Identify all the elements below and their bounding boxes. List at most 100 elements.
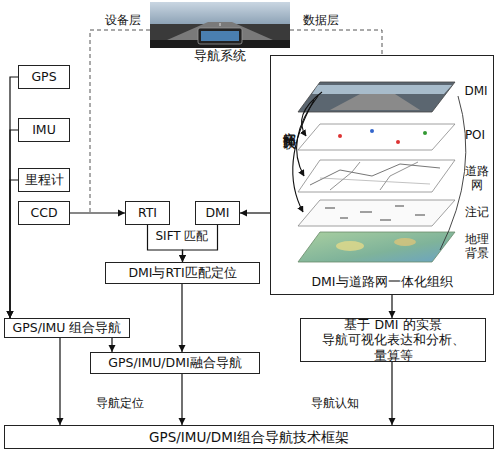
process-box: RTI — [125, 201, 170, 225]
connector — [179, 284, 186, 352]
node-text: GPS/IMU 组合导航 — [13, 320, 122, 336]
topology-curve — [293, 100, 314, 212]
poi-layer — [298, 124, 455, 150]
connector — [70, 210, 125, 217]
process-box: GPS/IMU/DMI融合导航 — [90, 352, 260, 374]
process-box: IMU — [18, 118, 70, 142]
poi-dot — [338, 134, 342, 138]
connector — [179, 374, 186, 425]
node-text: 导航系统 — [194, 48, 246, 64]
dmi-layer-sky — [312, 85, 452, 94]
road-line — [380, 162, 418, 190]
photo-screen — [201, 31, 239, 41]
dmi-layer-road — [330, 94, 420, 110]
arrow-head — [179, 345, 186, 352]
device-layer-line — [90, 30, 150, 212]
node-text: DMI与道路网一体化组织 — [311, 274, 452, 290]
dmi-layer — [298, 82, 455, 112]
text-label: 道路网 — [463, 164, 491, 198]
road-line — [310, 164, 440, 185]
process-box: CCD — [18, 201, 70, 225]
data-layer-line — [290, 30, 382, 55]
photo-frame — [150, 2, 290, 48]
text-label: 数据层 — [296, 13, 346, 29]
arrow-head — [389, 418, 396, 425]
connector-line — [391, 362, 392, 425]
annotation-layer — [298, 200, 455, 226]
photo-node: 导航系统 — [150, 2, 290, 64]
text-label: SIFT 匹配 — [150, 229, 214, 245]
connector-line — [70, 212, 125, 213]
node-text: IMU — [32, 122, 56, 138]
geo-patch — [336, 241, 364, 251]
node-text: DMI与RTI匹配定位 — [128, 265, 236, 281]
text-label: 地理背景 — [463, 232, 491, 266]
layer-panel: DMI与道路网一体化组织 — [270, 55, 494, 295]
node-text: GPS — [31, 69, 56, 85]
connector — [7, 130, 19, 318]
annotation-marks — [325, 206, 425, 220]
road-line — [320, 178, 430, 184]
arrow-head — [109, 345, 116, 352]
geo-patch — [394, 238, 416, 246]
layer-curve — [440, 96, 466, 250]
arrow-head — [118, 210, 125, 217]
node-text: CCD — [30, 205, 57, 221]
arrow-head — [7, 311, 14, 318]
node-text: GPS/IMU/DMI组合导航技术框架 — [149, 429, 349, 446]
arrow-head — [7, 311, 14, 318]
process-box: GPS — [18, 65, 70, 89]
photo-sky — [150, 2, 290, 24]
text-label: 导航定位 — [88, 396, 152, 412]
poi-dot — [396, 140, 400, 144]
connector-line — [10, 77, 18, 318]
arrow-head — [179, 255, 186, 262]
node-text: 基于 DMI 的实景 导航可视化表达和分析、量算等 — [305, 317, 481, 364]
process-box: GPS/IMU/DMI组合导航技术框架 — [4, 425, 494, 449]
arrow-head — [240, 210, 247, 217]
arrow-head — [179, 255, 186, 262]
road-layer — [298, 160, 455, 192]
connector-line — [181, 374, 182, 425]
connector-line — [181, 284, 182, 352]
connector-line — [391, 295, 392, 318]
text-label: DMI — [460, 84, 492, 100]
photo-device — [198, 28, 242, 44]
connector-line — [10, 180, 18, 318]
text-label: POI — [458, 128, 492, 144]
process-box: DMI — [195, 201, 240, 225]
connector-line — [240, 212, 270, 213]
geo-layer — [298, 232, 455, 262]
node-text: GPS/IMU/DMI融合导航 — [108, 355, 241, 371]
connector — [240, 210, 270, 217]
text-label: 注记 — [463, 205, 491, 221]
topology-curve — [302, 92, 322, 136]
connector-line — [59, 338, 60, 425]
connector — [7, 77, 19, 318]
process-box: 基于 DMI 的实景 导航可视化表达和分析、量算等 — [300, 318, 486, 362]
poi-dot — [423, 131, 427, 135]
node-text: DMI — [205, 205, 229, 221]
connector-line — [111, 338, 112, 352]
arrow-head — [57, 418, 64, 425]
arrow-head — [179, 418, 186, 425]
process-box: 里程计 — [18, 168, 70, 192]
node-text: 里程计 — [25, 172, 64, 188]
text-label: 空间拓扑关联 — [279, 70, 297, 180]
text-label: 导航认知 — [303, 396, 367, 412]
poi-dot — [370, 129, 374, 133]
node-text: RTI — [138, 205, 157, 221]
road-line — [330, 162, 360, 190]
connector — [57, 338, 64, 425]
connector — [389, 362, 396, 425]
process-box: GPS/IMU 组合导航 — [4, 318, 130, 338]
connector-line — [10, 130, 18, 318]
arrow-head — [7, 311, 14, 318]
connector — [7, 180, 19, 318]
topology-curve — [297, 96, 318, 176]
text-label: 设备层 — [98, 13, 148, 29]
connector — [109, 338, 116, 352]
